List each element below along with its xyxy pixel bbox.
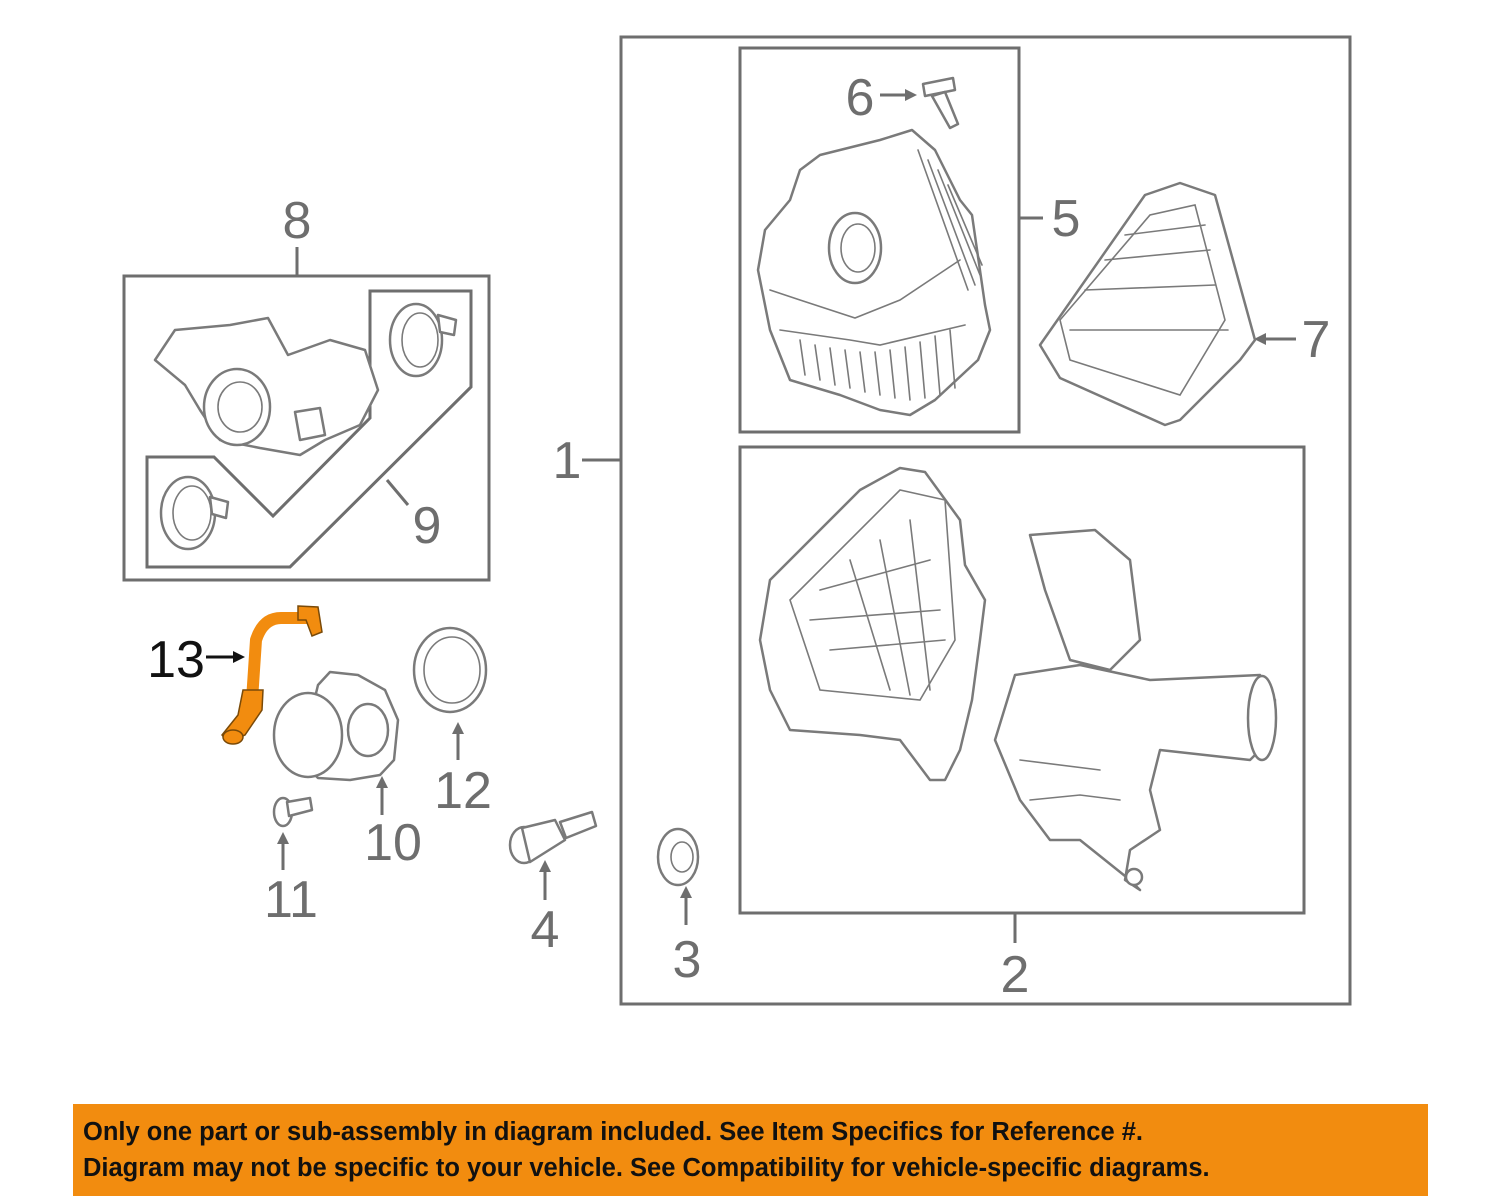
- maf-10-drawing: [272, 670, 400, 782]
- arrowhead-12: [452, 722, 464, 734]
- callout-13: 13: [147, 631, 205, 689]
- hose-13-highlighted-drawing: [221, 605, 323, 745]
- callout-8: 8: [283, 192, 312, 250]
- duct-8-drawing: [153, 316, 380, 457]
- clamp-9-upper-drawing: [388, 302, 458, 378]
- box-upper-housing-5: [738, 46, 1021, 434]
- clamp-9-lower-drawing: [159, 475, 230, 551]
- callout-3: 3: [673, 931, 702, 989]
- callout-1: 1: [553, 432, 582, 490]
- callout-11: 11: [264, 871, 318, 929]
- lower-housing-2-drawing: [758, 466, 1278, 892]
- callout-12: 12: [434, 762, 492, 820]
- callout-10: 10: [364, 814, 422, 872]
- arrowhead-3: [680, 886, 692, 898]
- arrowhead-7: [1254, 333, 1266, 345]
- sensor-4-drawing: [508, 810, 598, 865]
- arrowhead-6: [905, 89, 917, 101]
- upper-housing-5-drawing: [756, 128, 992, 417]
- arrowhead-11: [277, 832, 289, 844]
- assembly-box-1: [619, 35, 1352, 1006]
- arrowhead-13: [233, 651, 245, 663]
- callout-4: 4: [531, 901, 560, 959]
- box-clamps-9: [145, 289, 473, 569]
- filter-7-drawing: [1038, 181, 1257, 427]
- disclaimer-line-2: Diagram may not be specific to your vehi…: [83, 1154, 1210, 1182]
- box-duct-8: [122, 274, 491, 582]
- callout-6: 6: [846, 69, 875, 127]
- disclaimer-line-1: Only one part or sub-assembly in diagram…: [83, 1118, 1143, 1146]
- gasket-12-drawing: [412, 626, 488, 714]
- bolt-11-drawing: [272, 796, 314, 828]
- leader-9: [385, 479, 410, 506]
- callout-9: 9: [413, 497, 442, 555]
- callout-5: 5: [1052, 190, 1081, 248]
- grommet-3-drawing: [656, 827, 700, 887]
- box-lower-housing-2: [738, 445, 1306, 915]
- disclaimer-banner: Only one part or sub-assembly in diagram…: [73, 1104, 1428, 1196]
- callout-2: 2: [1001, 946, 1030, 1004]
- callout-7: 7: [1302, 311, 1331, 369]
- arrowhead-10: [376, 776, 388, 788]
- arrowhead-4: [539, 860, 551, 872]
- screw-6-drawing: [921, 76, 960, 130]
